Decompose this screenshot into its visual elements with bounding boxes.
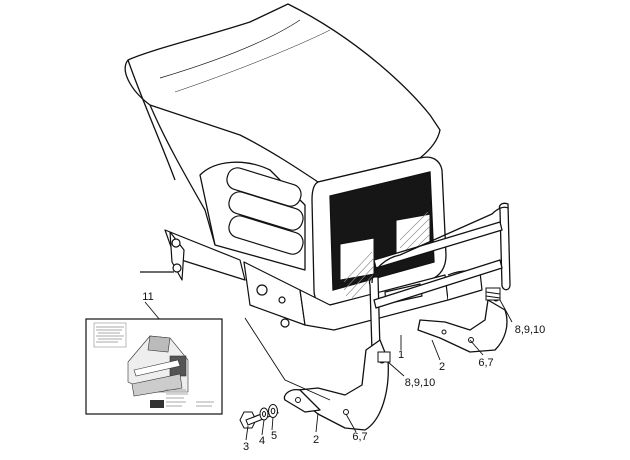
inset-machine (127, 335, 189, 397)
leader-lines (144, 299, 513, 441)
side-grille (226, 167, 304, 255)
inset-logo (150, 400, 164, 408)
inset-detail (85, 318, 223, 415)
lock-washer (259, 407, 269, 421)
inset-decal-list (166, 389, 214, 407)
callout-3: 3 (243, 441, 249, 453)
callout-5: 5 (271, 430, 277, 442)
callout-11: 11 (142, 291, 153, 303)
callout-labels: 11 1 2 6,7 8,9,10 8,9,10 2 6,7 3 4 5 (142, 291, 545, 453)
callout-2-right: 2 (439, 361, 445, 373)
decal-sheet-text (93, 322, 127, 348)
callout-6-7-right: 6,7 (478, 357, 493, 369)
callout-8-9-10-left: 8,9,10 (405, 377, 436, 389)
clamp-hardware (377, 287, 501, 363)
headlight-left (339, 237, 375, 299)
callout-1: 1 (398, 349, 404, 361)
callout-6-7-left: 6,7 (352, 431, 367, 443)
callout-8-9-10-right: 8,9,10 (515, 324, 546, 336)
flat-washer (268, 404, 278, 418)
callout-4: 4 (259, 435, 265, 447)
callout-2-left: 2 (313, 434, 319, 446)
brush-guard (283, 202, 511, 431)
